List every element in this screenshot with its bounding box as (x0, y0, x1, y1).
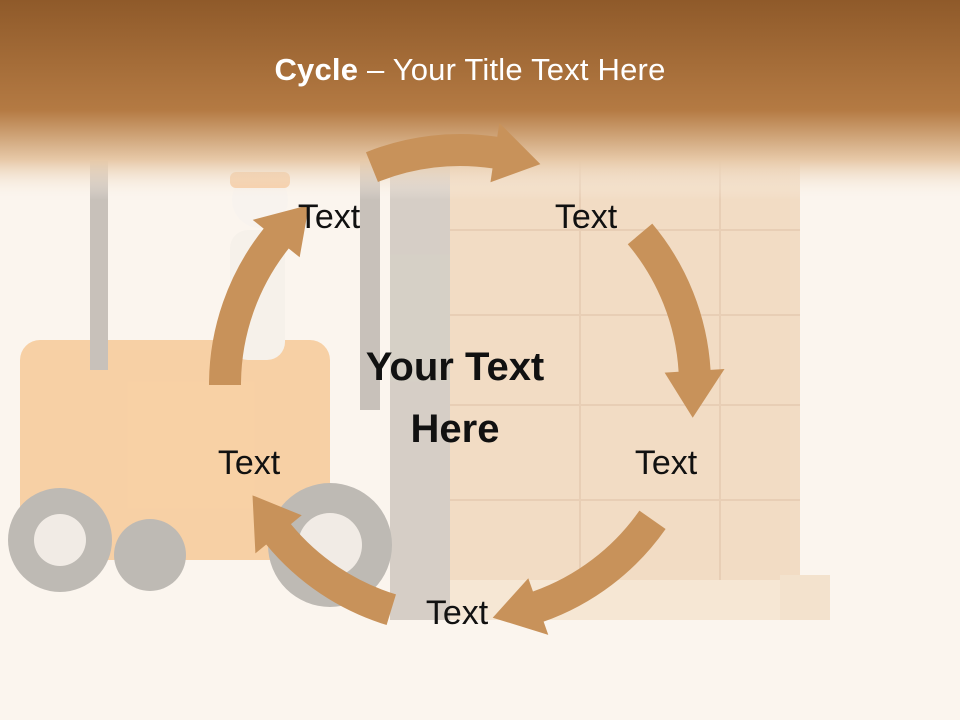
cycle-label-top-left: Text (297, 198, 361, 236)
title-rest: – Your Title Text Here (358, 52, 666, 87)
cycle-arrow-right (627, 223, 725, 418)
cycle-label-bottom: Text (425, 594, 489, 632)
center-text: Your Text Here (365, 345, 545, 451)
cycle-arrow-bottom-right (492, 510, 666, 635)
cycle-arrow-bottom-left (252, 495, 396, 626)
slide-title: Cycle – Your Title Text Here (0, 52, 940, 88)
cycle-label-right: Text (634, 444, 698, 482)
cycle-arrow-top (365, 122, 541, 183)
boxes-stack (450, 135, 830, 620)
cycle-arrows (209, 122, 725, 635)
title-bold: Cycle (274, 52, 359, 87)
title-banner (0, 0, 960, 200)
cycle-label-left: Text (217, 444, 281, 482)
cycle-arrow-left (209, 204, 309, 385)
cycle-label-top-right: Text (554, 198, 618, 236)
